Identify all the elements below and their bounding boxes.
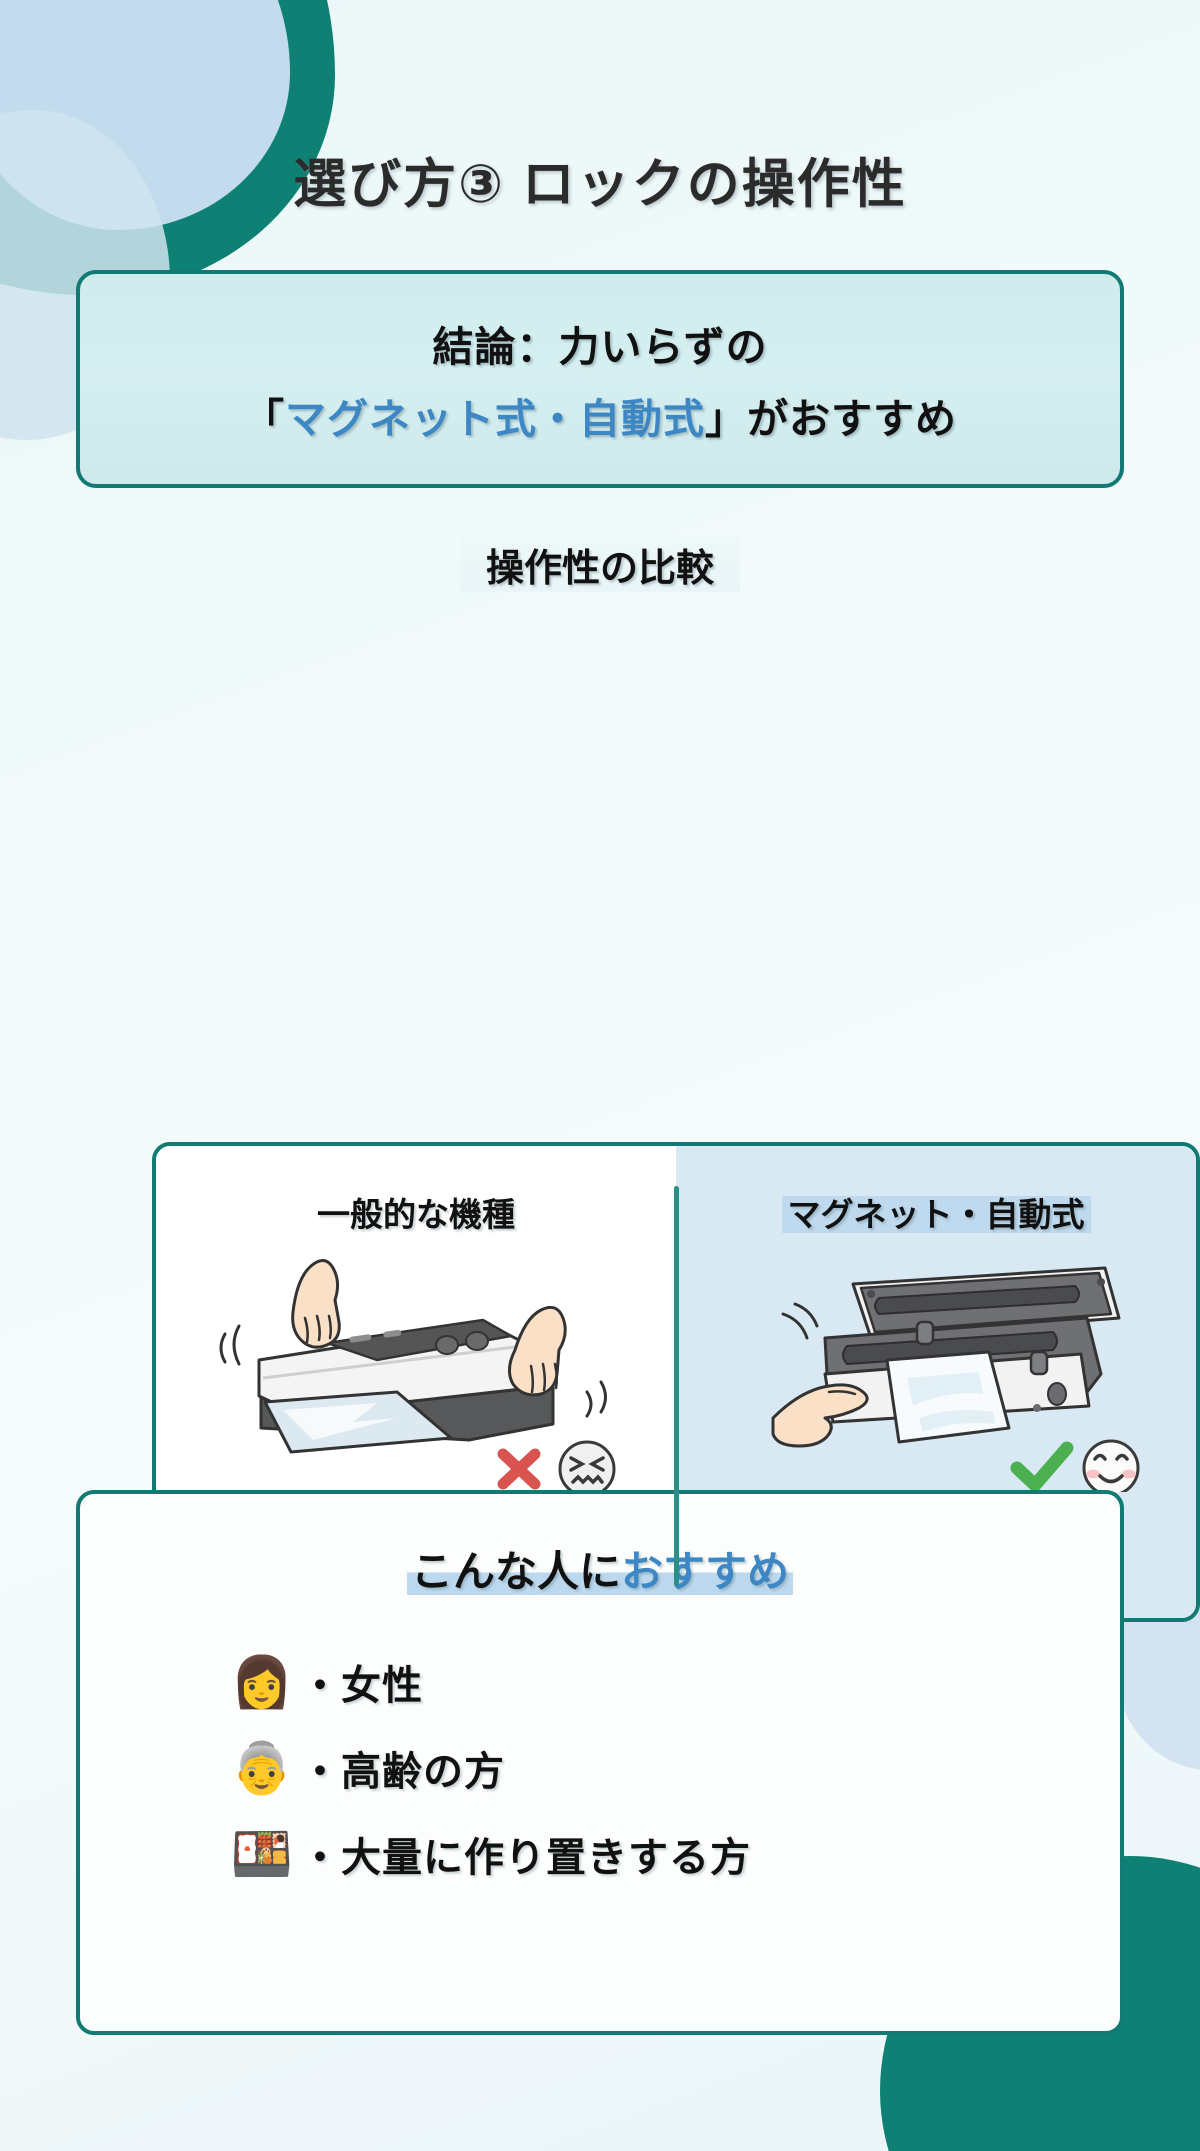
list-item: 👵 ・高齢の方: [230, 1725, 1120, 1811]
comparison-legend: 操作性の比較: [76, 537, 1124, 592]
conclusion-quote-open: 「: [243, 396, 285, 442]
cross-mark-icon: [497, 1448, 541, 1490]
list-item-label: ・高齢の方: [300, 1750, 505, 1794]
illustration-magnet: [676, 1242, 1196, 1502]
conclusion-quote-close: 」がおすすめ: [705, 396, 957, 442]
recommend-title-accent: おすすめ: [621, 1548, 790, 1595]
illustration-general: [156, 1242, 676, 1502]
recommend-title-highlight-wrap: こんな人におすすめ: [406, 1548, 794, 1595]
grimacing-face-icon: [558, 1440, 616, 1492]
column-divider: [674, 1186, 679, 1586]
comparison-section: 操作性の比較 一般的な機種: [76, 537, 1200, 1622]
page-title: 選び方③ ロックの操作性: [293, 155, 907, 214]
woman-emoji: 👩: [230, 1653, 294, 1711]
recommend-title-plain: こんな人に: [410, 1548, 621, 1595]
column-header-general: 一般的な機種: [317, 1196, 515, 1233]
recommend-card: こんな人におすすめ 👩 ・女性 👵 ・高齢の方 🍱 ・大量に作り置きする方: [76, 1490, 1124, 2035]
one-hand-placing-bag-illustration: [771, 1266, 1140, 1492]
two-hands-pressing-sealer-illustration: [219, 1259, 616, 1492]
list-item: 🍱 ・大量に作り置きする方: [230, 1811, 1120, 1897]
conclusion-line-1: 結論：力いらずの: [432, 324, 768, 370]
conclusion-line-2: 「マグネット式・自動式」がおすすめ: [243, 385, 957, 445]
smiling-face-icon: [1082, 1439, 1140, 1492]
list-item-label: ・女性: [300, 1664, 423, 1708]
recommend-title: こんな人におすすめ: [80, 1538, 1120, 1599]
comparison-legend-label: 操作性の比較: [459, 537, 740, 592]
older-woman-emoji: 👵: [230, 1739, 294, 1797]
food-containers-emoji: 🍱: [230, 1825, 294, 1883]
recommend-list: 👩 ・女性 👵 ・高齢の方 🍱 ・大量に作り置きする方: [80, 1639, 1120, 1897]
conclusion-box: 結論：力いらずの 「マグネット式・自動式」がおすすめ: [76, 270, 1124, 488]
column-header-magnet: マグネット・自動式: [676, 1188, 1196, 1236]
column-header-magnet-label: マグネット・自動式: [781, 1196, 1091, 1233]
list-item: 👩 ・女性: [230, 1639, 1120, 1725]
conclusion-highlight: マグネット式・自動式: [285, 396, 705, 442]
check-mark-icon: [1010, 1441, 1074, 1492]
list-item-label: ・大量に作り置きする方: [300, 1836, 751, 1880]
